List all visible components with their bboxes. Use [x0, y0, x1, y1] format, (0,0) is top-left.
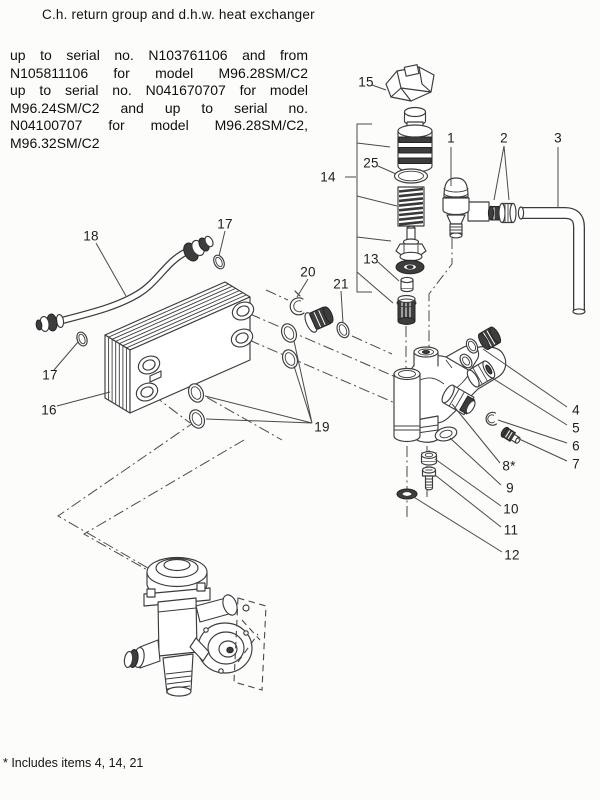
callout-4: 4: [572, 402, 580, 418]
fitting-5: [466, 360, 496, 388]
o-ring-4: [465, 338, 479, 354]
callout-7: 7: [572, 456, 580, 472]
pipe-3: [517, 206, 586, 315]
heat-exchanger-ports: [135, 301, 255, 402]
serial-note-line: M96.32SM/C2: [10, 134, 100, 151]
callout-14: 14: [320, 169, 336, 185]
callout-2: 2: [500, 130, 508, 146]
callout-3: 3: [554, 130, 562, 146]
callout-11: 11: [503, 522, 519, 538]
callout-19: 19: [314, 419, 330, 435]
callout-10: 10: [503, 501, 519, 517]
o-ring-21: [336, 321, 350, 339]
serial-note-line: up to serial no. N103761106 and from: [10, 47, 308, 63]
dhw-fitting: [304, 306, 334, 333]
callout-13: 13: [363, 251, 379, 267]
plunger: [395, 225, 427, 262]
callout-6: 6: [572, 438, 580, 454]
return-group-body: [393, 345, 507, 443]
callout-5: 5: [572, 420, 580, 436]
serial-note-line: N04100707 for model M96.28SM/C2,: [10, 117, 308, 133]
serial-note: up to serial no. N103761106 and from N10…: [10, 47, 308, 152]
callout-17-top: 17: [217, 216, 233, 232]
o-ring-17-top: [213, 254, 225, 270]
flange-nut-10: [420, 450, 438, 466]
callout-18: 18: [83, 228, 99, 244]
callout-12: 12: [504, 547, 520, 563]
callout-21: 21: [333, 276, 349, 292]
serial-note-line: M96.24SM/C2 and up to serial no.: [10, 99, 308, 116]
callout-15: 15: [358, 74, 374, 90]
callout-17-bottom: 17: [42, 367, 58, 383]
serial-note-line: N105811106 for model M96.28SM/C2: [10, 64, 308, 81]
serial-note-line: up to serial no. N041670707 for model: [10, 82, 308, 98]
callout-20: 20: [300, 264, 316, 280]
spring: [397, 186, 425, 227]
nut-13: [400, 276, 414, 293]
callout-25: 25: [363, 155, 379, 171]
o-ring-25: [393, 168, 429, 184]
cartridge-8: [441, 384, 476, 416]
filter: [396, 294, 417, 325]
nut-15: [385, 64, 435, 102]
callout-8: 8*: [502, 458, 516, 474]
o-rings-19: [187, 323, 299, 429]
diverter-valve-assembly: [123, 556, 267, 697]
screw-11: [421, 466, 437, 491]
screw-7: [500, 426, 521, 444]
valve-cartridge: [397, 106, 433, 173]
seat-washer: [395, 259, 425, 275]
page-title: C.h. return group and d.h.w. heat exchan…: [42, 7, 315, 22]
callout-9: 9: [506, 480, 514, 496]
callout-16: 16: [41, 402, 57, 418]
retaining-clip-20: [289, 290, 311, 319]
valve-1: [442, 177, 490, 239]
o-ring-17-bottom: [76, 331, 88, 347]
circlip-6: [485, 411, 498, 426]
washer-9: [434, 426, 458, 442]
footnote: * Includes items 4, 14, 21: [3, 756, 144, 770]
fittings-2: [487, 202, 517, 224]
dhw-pipe: [35, 235, 214, 333]
callout-leader-lines: [53, 84, 568, 553]
plug-4: [478, 326, 502, 350]
bracket-14: [356, 123, 398, 304]
assembly-centerlines: [57, 238, 453, 593]
callout-1: 1: [447, 130, 455, 146]
heat-exchanger: [104, 281, 255, 414]
